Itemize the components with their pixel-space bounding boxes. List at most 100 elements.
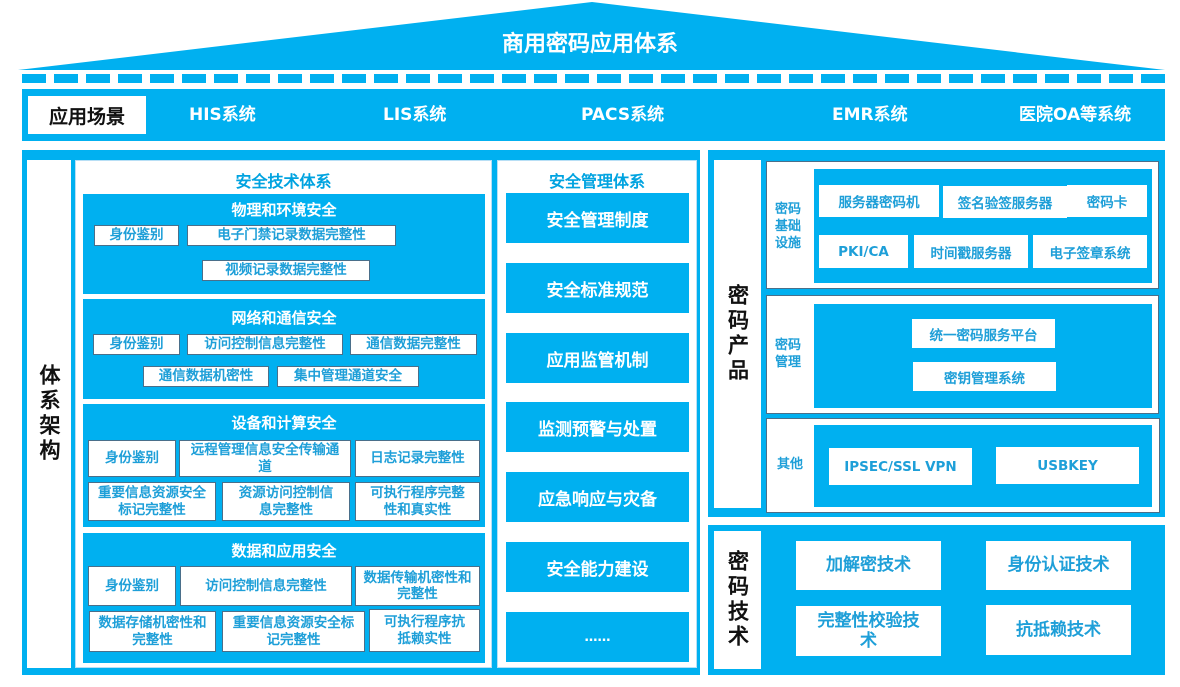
- dash-segment: [917, 74, 942, 83]
- mgmt-system-title: 安全管理体系: [548, 172, 645, 191]
- mgmt-item: 安全管理制度: [506, 193, 689, 243]
- scenario-emr: EMR系统: [832, 105, 908, 125]
- item-box: 数据存储机密性和完整性: [89, 611, 216, 652]
- dash-segment: [22, 74, 46, 83]
- dash-segment: [501, 74, 526, 83]
- item-box: 可执行程序抗抵赖实性: [369, 609, 480, 652]
- mgmt-item-more: ……: [506, 612, 689, 662]
- section-title: 数据和应用安全: [231, 542, 337, 560]
- dash-segment: [1076, 74, 1101, 83]
- application-scenarios-bar: [22, 89, 1165, 141]
- dash-segment: [469, 74, 494, 83]
- item-box: 远程管理信息安全传输通道: [179, 440, 351, 477]
- crypto-products-label-box: 密码产品: [714, 160, 761, 508]
- item-box: 访问控制信息完整性: [180, 566, 352, 606]
- group-label: 其他: [777, 457, 804, 472]
- product-box: PKI/CA: [819, 235, 908, 268]
- dash-segment: [213, 74, 238, 83]
- product-box: 统一密码服务平台: [912, 319, 1055, 348]
- mgmt-item: 安全标准规范: [506, 263, 689, 313]
- dash-segment: [437, 74, 462, 83]
- scenario-pacs: PACS系统: [581, 105, 665, 125]
- architecture-label-box: 体系架构: [27, 160, 71, 668]
- group-others: 其他 IPSEC/SSL VPN USBKEY: [766, 418, 1160, 513]
- dash-segment: [309, 74, 334, 83]
- tech-box: 抗抵赖技术: [986, 605, 1131, 655]
- dash-segment: [53, 74, 78, 83]
- dash-segment: [853, 74, 878, 83]
- item-box: 通信数据机密性: [143, 366, 269, 387]
- item-box: 通信数据完整性: [350, 334, 477, 355]
- section-title: 物理和环境安全: [231, 201, 337, 219]
- item-box: 身份鉴别: [94, 225, 179, 246]
- dash-segment: [341, 74, 366, 83]
- product-box: 时间戳服务器: [914, 235, 1028, 268]
- dash-segment: [1013, 74, 1037, 83]
- mgmt-system-panel: 安全管理体系 安全管理制度 安全标准规范 应用监管机制 监测预警与处置 应急响应…: [497, 160, 697, 668]
- section-title: 设备和计算安全: [231, 414, 337, 432]
- crypto-tech-label-box: 密码技术: [714, 531, 761, 669]
- item-box: 重要信息资源安全标记完整性: [222, 611, 365, 652]
- product-box: 密钥管理系统: [913, 362, 1056, 391]
- group-label: 密码管理: [775, 338, 802, 370]
- dash-segment: [693, 74, 718, 83]
- dash-segment: [181, 74, 206, 83]
- crypto-tech-label: 密码技术: [725, 550, 750, 650]
- tech-system-panel: 安全技术体系 物理和环境安全 身份鉴别 电子门禁记录数据完整性 视频记录数据完整…: [75, 160, 492, 668]
- dash-segment: [149, 74, 174, 83]
- product-box: IPSEC/SSL VPN: [829, 448, 972, 485]
- dash-segment: [981, 74, 1006, 83]
- dash-segment: [245, 74, 270, 83]
- dash-segment: [725, 74, 750, 83]
- item-box: 访问控制信息完整性: [187, 334, 343, 355]
- system-title: 商用密码应用体系: [501, 32, 678, 57]
- section-data-app: 数据和应用安全 身份鉴别 访问控制信息完整性 数据传输机密性和完整性 数据存储机…: [83, 533, 485, 663]
- architecture-label: 体系架构: [37, 364, 61, 464]
- item-box: 身份鉴别: [93, 334, 180, 355]
- section-device: 设备和计算安全 身份鉴别 远程管理信息安全传输通道 日志记录完整性 重要信息资源…: [83, 404, 485, 527]
- group-items-area: 统一密码服务平台 密钥管理系统: [814, 304, 1152, 408]
- item-box: 视频记录数据完整性: [202, 260, 370, 281]
- dash-segment: [789, 74, 814, 83]
- dash-segment: [405, 74, 430, 83]
- item-box: 集中管理通道安全: [277, 366, 419, 387]
- item-box: 数据传输机密性和完整性: [355, 566, 480, 606]
- dash-segment: [117, 74, 142, 83]
- group-items-area: IPSEC/SSL VPN USBKEY: [814, 425, 1152, 507]
- scenarios-label: 应用场景: [28, 96, 146, 134]
- dash-segment: [821, 74, 846, 83]
- dash-segment: [565, 74, 590, 83]
- dash-segment: [1108, 74, 1133, 83]
- section-title: 网络和通信安全: [231, 309, 337, 327]
- scenario-oa: 医院OA等系统: [1019, 105, 1132, 125]
- product-box: 密码卡: [1067, 185, 1147, 217]
- group-management: 密码管理 统一密码服务平台 密钥管理系统: [766, 295, 1159, 414]
- dash-segment: [533, 74, 558, 83]
- section-physical: 物理和环境安全 身份鉴别 电子门禁记录数据完整性 视频记录数据完整性: [83, 194, 485, 294]
- product-box: 电子签章系统: [1033, 235, 1147, 268]
- tech-box: 加解密技术: [796, 541, 941, 590]
- item-box: 资源访问控制信息完整性: [222, 482, 350, 521]
- section-network: 网络和通信安全 身份鉴别 访问控制信息完整性 通信数据完整性 通信数据机密性 集…: [83, 299, 485, 399]
- dash-segment: [277, 74, 302, 83]
- item-box: 身份鉴别: [88, 440, 176, 477]
- scenario-lis: LIS系统: [383, 105, 447, 125]
- tech-box: 完整性校验技术: [796, 606, 941, 656]
- roof-shape: [18, 2, 1165, 70]
- product-box: 签名验签服务器: [943, 186, 1067, 218]
- tech-box: 身份认证技术: [986, 541, 1131, 590]
- dash-segment: [629, 74, 654, 83]
- item-box: 可执行程序完整性和真实性: [355, 482, 480, 521]
- product-box: 服务器密码机: [819, 185, 939, 217]
- group-infrastructure: 密码基础设施 服务器密码机 签名验签服务器 密码卡 PKI/CA 时间戳服务器 …: [766, 161, 1159, 289]
- product-box: USBKEY: [996, 447, 1139, 484]
- group-label: 密码基础设施: [775, 202, 802, 251]
- mgmt-item: 应急响应与灾备: [506, 472, 689, 522]
- dash-segment: [373, 74, 398, 83]
- dash-segment: [1140, 74, 1165, 83]
- tech-system-title: 安全技术体系: [235, 172, 332, 191]
- dash-segment: [885, 74, 910, 83]
- scenario-his: HIS系统: [189, 105, 256, 125]
- mgmt-item: 安全能力建设: [506, 542, 689, 592]
- mgmt-item: 监测预警与处置: [506, 402, 689, 452]
